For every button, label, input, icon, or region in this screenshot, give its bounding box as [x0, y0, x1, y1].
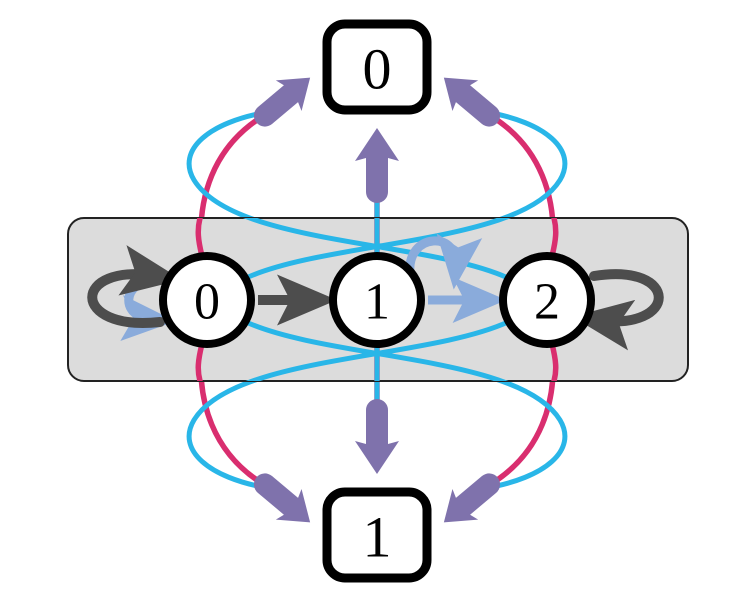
state-label-2: 2 — [534, 274, 560, 331]
state-circle-1[interactable] — [329, 252, 425, 348]
pink-inside-s2-down — [549, 341, 559, 381]
output-boxes: 0 1 — [322, 19, 432, 583]
state-node-1[interactable]: 1 — [329, 252, 425, 348]
state-label-1: 1 — [364, 274, 390, 331]
self-loop-s2-dark[interactable] — [572, 269, 664, 351]
state-node-2[interactable]: 2 — [499, 252, 595, 348]
arrowhead-bottom-center-icon — [355, 399, 399, 474]
state-node-0[interactable]: 0 — [159, 252, 255, 348]
cyan-inside-s2-bot — [191, 319, 511, 381]
arrowhead-top-center-icon — [355, 128, 399, 203]
pink-inside-s2-up — [549, 218, 559, 259]
output-box-top-rect[interactable] — [322, 19, 432, 115]
output-box-bottom-label: 1 — [363, 505, 392, 570]
output-box-top-label: 0 — [363, 37, 392, 102]
state-circle-2[interactable] — [499, 252, 595, 348]
state-nodes: 0 1 2 — [159, 252, 595, 348]
arrowhead-top-left-icon — [253, 77, 311, 127]
cyan-inside-s0-top — [243, 218, 563, 281]
self-loop-s0-dark[interactable] — [87, 245, 182, 328]
arrowhead-top-right-icon — [443, 77, 501, 127]
output-box-top[interactable]: 0 — [322, 19, 432, 115]
purple-arrowheads — [253, 77, 501, 523]
output-box-bottom-rect[interactable] — [322, 487, 432, 583]
state-label-0: 0 — [194, 274, 220, 331]
output-box-bottom[interactable]: 1 — [322, 487, 432, 583]
pink-inside-s0-down — [195, 341, 205, 381]
pink-inside-s0-up — [195, 218, 205, 259]
arrowhead-bottom-right-icon — [443, 473, 501, 523]
arrowhead-bottom-left-icon — [253, 473, 311, 523]
self-loop-s1-light-blue[interactable] — [405, 233, 483, 290]
state-circle-0[interactable] — [159, 252, 255, 348]
cyan-inside-s0-bot — [243, 319, 563, 381]
